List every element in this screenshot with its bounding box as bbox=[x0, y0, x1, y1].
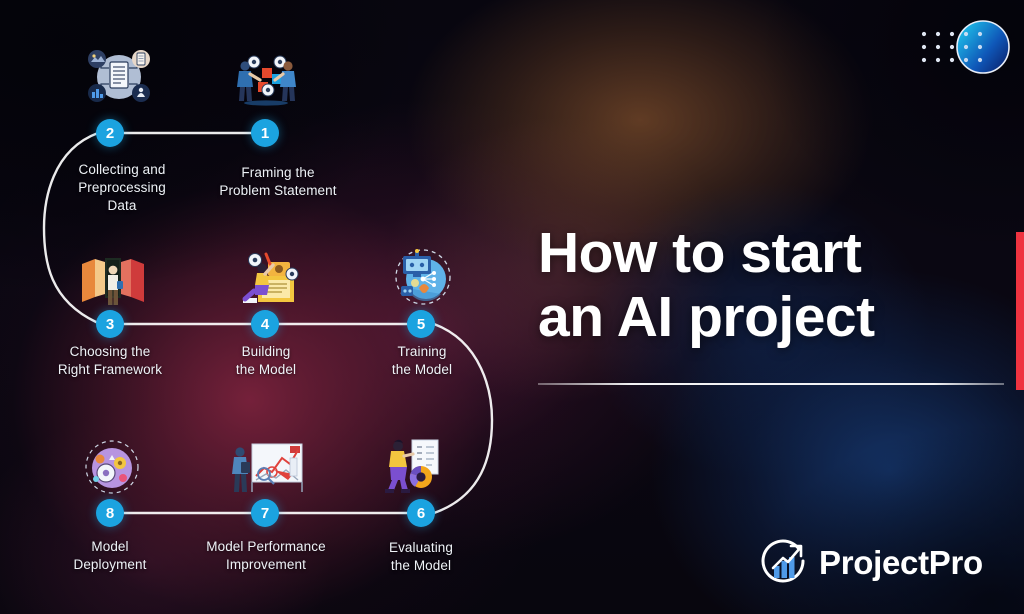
step-node-3[interactable]: 3 bbox=[96, 310, 124, 338]
step-node-6[interactable]: 6 bbox=[407, 499, 435, 527]
title-line-2: an AI project bbox=[538, 284, 875, 349]
connector-2-to-3 bbox=[42, 131, 100, 324]
person-checklist-donut-chart-icon bbox=[385, 439, 439, 493]
step-label-2: Collecting and Preprocessing Data bbox=[78, 162, 166, 213]
title-underline bbox=[538, 383, 1004, 385]
team-gears-puzzle-icon bbox=[237, 55, 296, 106]
ai-neural-network-training-icon bbox=[395, 249, 451, 305]
projectpro-growth-chart-logo-icon bbox=[761, 539, 805, 583]
step-label-7: Model Performance Improvement bbox=[206, 539, 326, 572]
step-label-5: Training the Model bbox=[391, 344, 453, 377]
projectpro-logo[interactable]: ProjectPro bbox=[760, 537, 983, 587]
page-title: How to start an AI project bbox=[538, 221, 1010, 350]
red-accent-bar bbox=[1016, 232, 1024, 390]
step-node-8[interactable]: 8 bbox=[96, 499, 124, 527]
step-label-1: Framing the Problem Statement bbox=[219, 165, 337, 198]
data-collection-document-icon bbox=[88, 50, 150, 102]
step-node-5[interactable]: 5 bbox=[407, 310, 435, 338]
title-line-1: How to start bbox=[538, 221, 862, 285]
gradient-circle-icon bbox=[956, 20, 1010, 74]
brand-name: ProjectPro bbox=[819, 543, 983, 581]
step-node-7[interactable]: 7 bbox=[251, 499, 279, 527]
flow-connector-lines bbox=[42, 131, 494, 515]
step-label-3: Choosing the Right Framework bbox=[57, 344, 163, 377]
step-node-1[interactable]: 1 bbox=[251, 119, 279, 147]
step-node-2[interactable]: 2 bbox=[96, 119, 124, 147]
step-label-6: Evaluating the Model bbox=[388, 540, 454, 573]
step-node-4[interactable]: 4 bbox=[251, 310, 279, 338]
step-label-8: Model Deployment bbox=[73, 539, 147, 572]
connector-5-to-6 bbox=[432, 322, 494, 515]
decorative-dot-grid-circle bbox=[921, 20, 1010, 74]
step-label-4: Building the Model bbox=[235, 344, 297, 377]
deployment-gears-circle-icon bbox=[85, 440, 139, 494]
person-building-gears-icon bbox=[242, 252, 299, 303]
person-choosing-doors-icon bbox=[82, 258, 144, 305]
presentation-chart-magnifier-icon bbox=[232, 443, 303, 492]
